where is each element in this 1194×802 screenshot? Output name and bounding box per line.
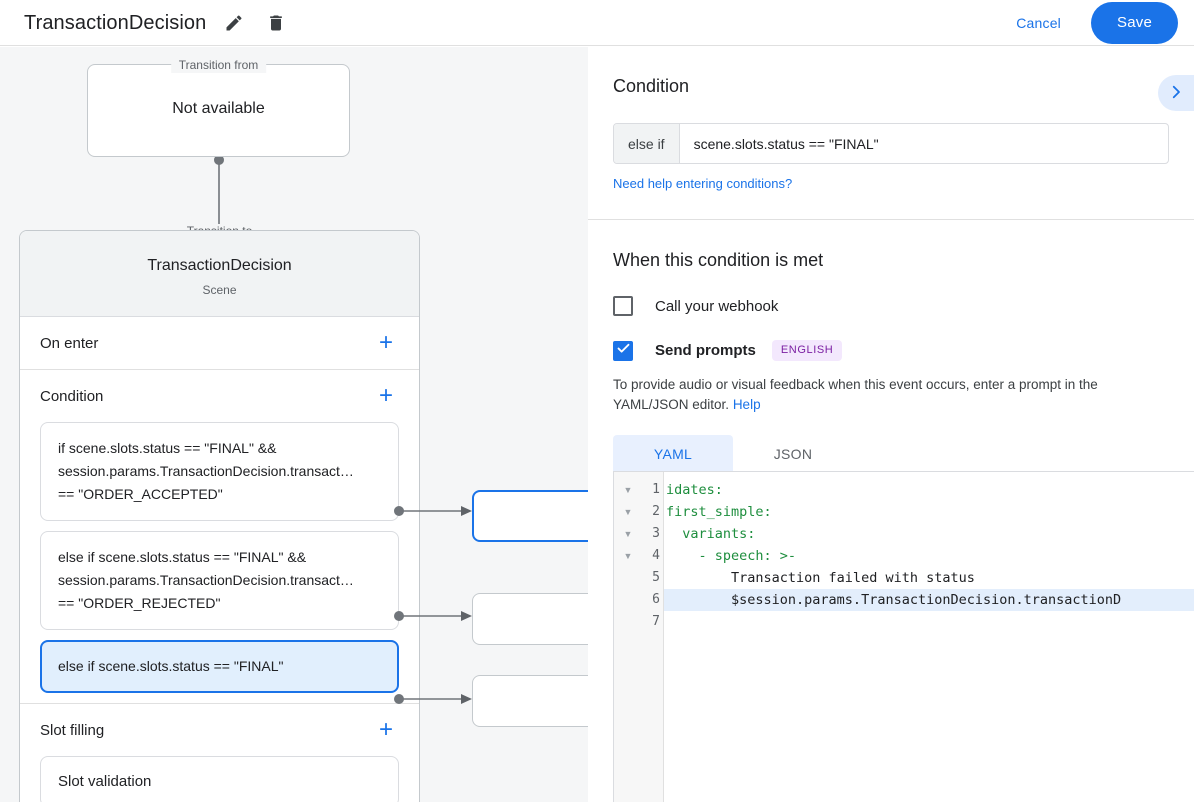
call-webhook-checkbox[interactable] <box>613 296 633 316</box>
tab-json[interactable]: JSON <box>773 446 813 462</box>
condition-heading: Condition <box>613 76 690 96</box>
pencil-icon <box>224 13 244 33</box>
code-line[interactable] <box>664 611 1194 633</box>
prompt-description-text: To provide audio or visual feedback when… <box>613 377 1098 412</box>
when-condition-met-section: When this condition is met Call your web… <box>588 220 1194 473</box>
app-header: TransactionDecision Cancel Save <box>0 0 1194 46</box>
section-condition: Condition + if scene.slots.status == "FI… <box>20 370 419 704</box>
transition-from-value: Not available <box>172 100 265 117</box>
chevron-right-icon <box>1167 83 1185 104</box>
condition-card-line: else if scene.slots.status == "FINAL" <box>58 658 284 674</box>
scene-card-header: TransactionDecision Scene <box>20 231 419 317</box>
condition-card-1[interactable]: else if scene.slots.status == "FINAL" &&… <box>40 531 399 630</box>
prompt-help-link[interactable]: Help <box>732 397 761 412</box>
code-line[interactable]: idates: <box>666 482 723 498</box>
send-prompts-row[interactable]: Send prompts ENGLISH <box>613 340 1169 361</box>
code-line-number-gutter: 1 2 3 4 5 6 7 <box>642 472 664 802</box>
condition-help-link[interactable]: Need help entering conditions? <box>613 176 793 191</box>
condition-card-line: session.params.TransactionDecision.trans… <box>58 463 354 479</box>
condition-card-line: == "ORDER_REJECTED" <box>58 595 221 611</box>
fold-toggle-icon <box>614 567 642 589</box>
fold-toggle-icon <box>614 611 642 633</box>
scene-kind: Scene <box>202 283 237 297</box>
fold-toggle-icon[interactable]: ▼ <box>623 507 633 517</box>
when-condition-met-heading: When this condition is met <box>613 250 824 270</box>
line-number: 5 <box>652 570 660 585</box>
tab-yaml[interactable]: YAML <box>613 435 733 473</box>
fold-toggle-icon[interactable]: ▼ <box>623 485 633 495</box>
target-card-2[interactable] <box>472 675 588 727</box>
condition-input-row[interactable]: else if <box>613 123 1169 164</box>
line-number: 3 <box>652 526 660 541</box>
condition-card-line: session.params.TransactionDecision.trans… <box>58 572 354 588</box>
panel-divider <box>588 219 1194 220</box>
transition-from-card[interactable]: Transition from Not available <box>87 57 350 157</box>
transition-from-legend: Transition from <box>170 57 267 73</box>
send-prompts-label: Send prompts <box>655 342 756 359</box>
line-number: 4 <box>652 548 660 563</box>
fold-toggle-icon[interactable]: ▼ <box>623 551 633 561</box>
section-title-on-enter: On enter <box>40 334 99 352</box>
code-line[interactable]: Transaction failed with status <box>666 570 975 586</box>
edit-name-button[interactable] <box>220 9 248 37</box>
condition-card-line: == "ORDER_ACCEPTED" <box>58 486 223 502</box>
send-prompts-checkbox[interactable] <box>613 340 633 361</box>
delete-button[interactable] <box>262 9 290 37</box>
editor-format-tabs: YAML JSON <box>613 435 1169 473</box>
code-line[interactable]: first_simple: <box>666 504 772 520</box>
target-card-0[interactable] <box>472 490 588 542</box>
code-line[interactable]: $session.params.TransactionDecision.tran… <box>664 589 1194 611</box>
webhook-row[interactable]: Call your webhook <box>613 296 1169 316</box>
add-condition-button[interactable]: + <box>373 383 399 409</box>
code-content[interactable]: idates: first_simple: variants: - speech… <box>664 472 1194 802</box>
condition-card-line: else if scene.slots.status == "FINAL" && <box>58 549 307 565</box>
header-actions: Cancel Save <box>1002 1 1194 44</box>
condition-card-line: if scene.slots.status == "FINAL" && <box>58 440 277 456</box>
line-number: 1 <box>652 482 660 497</box>
condition-detail-panel: Condition else if Need help entering con… <box>588 47 1194 802</box>
code-line[interactable]: - speech: >- <box>666 548 797 564</box>
save-button[interactable]: Save <box>1091 1 1178 44</box>
section-on-enter: On enter + <box>20 317 419 370</box>
prompt-description: To provide audio or visual feedback when… <box>613 375 1169 415</box>
fold-toggle-icon <box>614 589 642 611</box>
line-number: 7 <box>652 614 660 629</box>
add-on-enter-button[interactable]: + <box>373 330 399 356</box>
condition-card-0[interactable]: if scene.slots.status == "FINAL" && sess… <box>40 422 399 521</box>
language-badge: ENGLISH <box>771 340 843 361</box>
check-icon <box>616 341 631 361</box>
target-card-1[interactable] <box>472 593 588 645</box>
call-webhook-label: Call your webhook <box>655 297 779 315</box>
code-line[interactable]: variants: <box>666 526 756 542</box>
cancel-button[interactable]: Cancel <box>1002 6 1075 40</box>
expand-panel-button[interactable] <box>1158 75 1194 111</box>
line-number: 2 <box>652 504 660 519</box>
slot-validation-card[interactable]: Slot validation <box>40 756 399 802</box>
fold-toggle-icon[interactable]: ▼ <box>623 529 633 539</box>
trash-icon <box>266 13 286 33</box>
scene-name: TransactionDecision <box>147 257 292 274</box>
line-number: 6 <box>652 592 660 607</box>
section-title-slot-filling: Slot filling <box>40 721 105 739</box>
code-fold-gutter[interactable]: ▼ ▼ ▼ ▼ <box>614 472 642 802</box>
yaml-code-editor[interactable]: ▼ ▼ ▼ ▼ 1 2 3 4 5 6 7 idates: first_simp… <box>613 471 1194 802</box>
section-slot-filling: Slot filling + Slot validation <box>20 704 419 802</box>
condition-prefix-label: else if <box>614 124 680 163</box>
section-title-condition: Condition <box>40 387 104 405</box>
page-title: TransactionDecision <box>24 11 207 34</box>
scene-card[interactable]: TransactionDecision Scene On enter + Con… <box>19 230 420 802</box>
condition-card-2[interactable]: else if scene.slots.status == "FINAL" <box>40 640 399 693</box>
condition-input[interactable] <box>679 124 1168 163</box>
scene-graph-canvas[interactable]: Transition from Not available Transition… <box>0 47 588 802</box>
add-slot-filling-button[interactable]: + <box>373 717 399 743</box>
condition-editor-section: Condition else if Need help entering con… <box>588 47 1194 193</box>
